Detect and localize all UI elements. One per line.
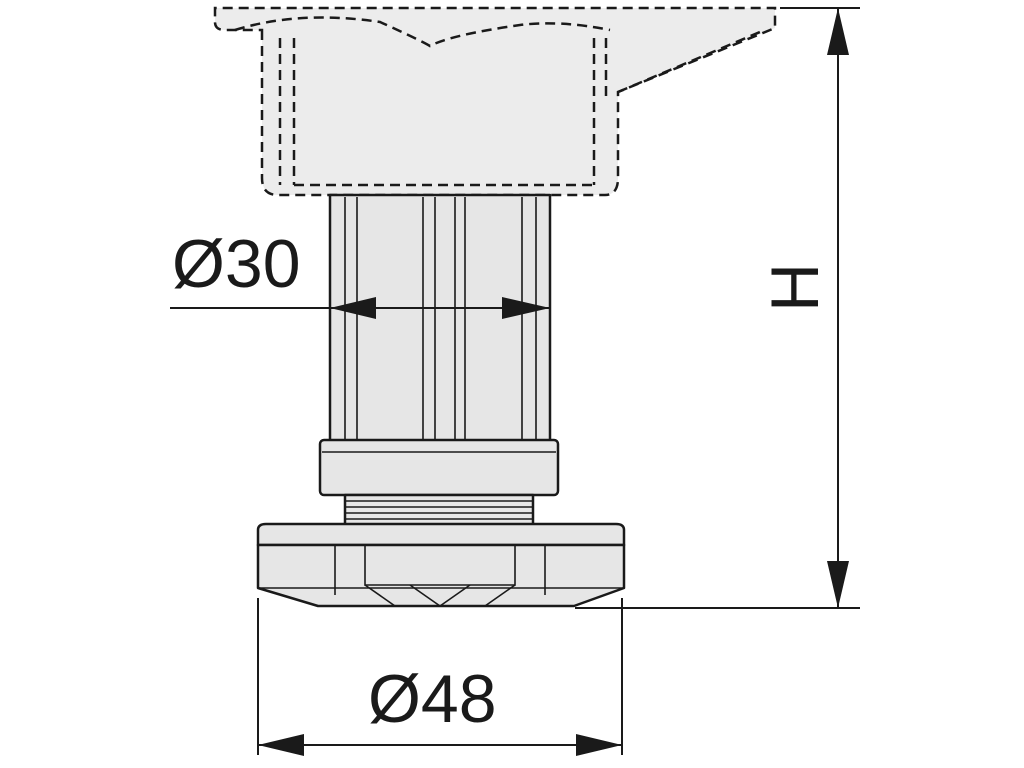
shaft-diameter-label: Ø30 [172,226,301,302]
height-dimension [575,7,860,609]
shaft-diameter-dimension [170,297,550,319]
collar-nut [318,438,560,497]
base-diameter-dimension [257,598,623,756]
height-label: H [757,263,833,312]
foot-base [256,522,626,608]
leg-shaft [328,193,552,445]
threaded-stud [343,493,535,527]
base-diameter-label: Ø48 [368,661,497,737]
mounting-plate [213,6,777,197]
